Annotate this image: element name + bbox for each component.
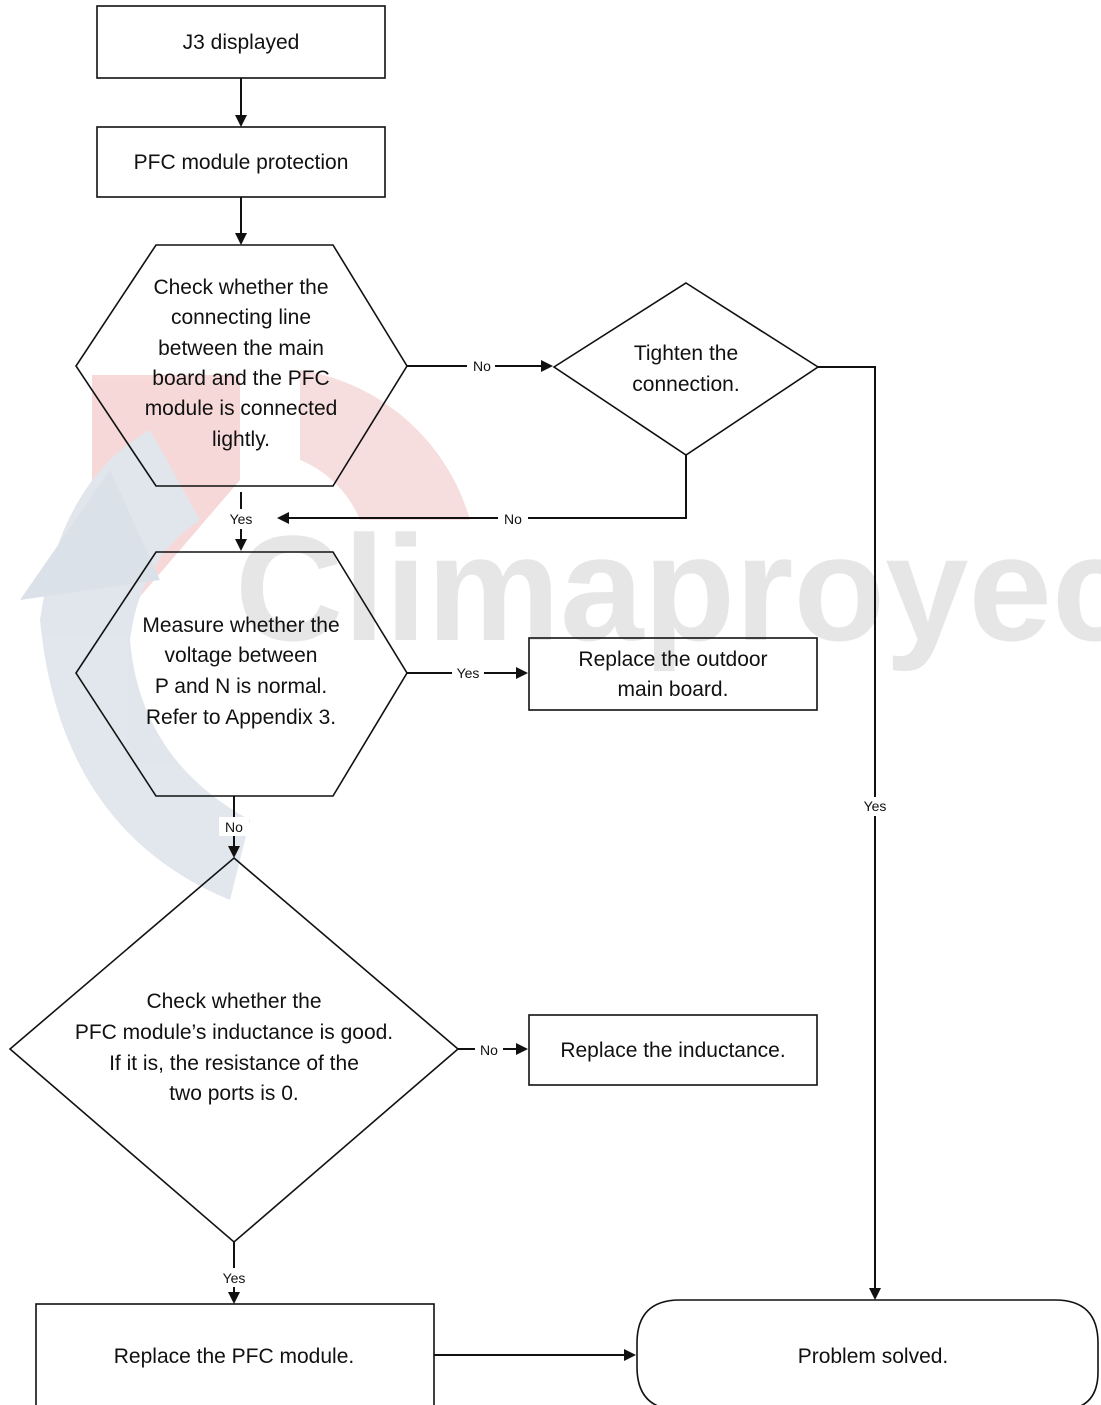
svg-text:No: No [225, 819, 243, 835]
node-pfc-protection-label: PFC module protection [134, 151, 349, 174]
edge-label-connection-yes: Yes [224, 509, 258, 529]
svg-text:voltage between: voltage between [165, 644, 318, 667]
node-replace-main-board-label: Replace the outdoor main board. [578, 648, 767, 701]
edge-label-connection-no: No [467, 357, 495, 375]
svg-text:PFC module’s inductance is goo: PFC module’s inductance is good. [75, 1021, 393, 1044]
svg-text:No: No [480, 1042, 498, 1058]
svg-text:If it is, the resistance of th: If it is, the resistance of the [109, 1052, 359, 1075]
svg-text:main board.: main board. [618, 678, 729, 701]
svg-text:Check whether the: Check whether the [146, 990, 321, 1013]
watermark-logo: Climaproyectos [20, 370, 1101, 900]
edge-tighten-no-back [277, 455, 687, 524]
svg-text:P and N is normal.: P and N is normal. [155, 675, 327, 698]
svg-text:Yes: Yes [457, 665, 480, 681]
svg-text:Tighten the: Tighten the [634, 342, 738, 365]
edge-label-inductance-no: No [475, 1041, 503, 1059]
svg-text:two ports is 0.: two ports is 0. [169, 1082, 299, 1105]
node-replace-main-board [528, 637, 818, 711]
svg-text:lightly.: lightly. [212, 428, 270, 451]
node-measure-voltage [75, 551, 408, 797]
svg-text:Refer to Appendix 3.: Refer to Appendix 3. [146, 706, 336, 729]
node-check-inductance [8, 856, 460, 1244]
node-solved-label: Problem solved. [798, 1345, 949, 1368]
svg-text:No: No [473, 358, 491, 374]
svg-text:Yes: Yes [864, 798, 887, 814]
node-tighten [552, 282, 820, 456]
watermark-text: Climaproyectos [235, 504, 1101, 672]
edge-tighten-right [818, 366, 881, 1300]
edge-label-tighten-no: No [498, 510, 528, 528]
svg-text:Replace the outdoor: Replace the outdoor [578, 648, 767, 671]
svg-text:board and the PFC: board and the PFC [152, 367, 329, 390]
node-replace-pfc-label: Replace the PFC module. [114, 1345, 354, 1368]
svg-text:Check whether the: Check whether the [153, 276, 328, 299]
svg-text:between the main: between the main [158, 337, 324, 360]
svg-text:Measure whether the: Measure whether the [142, 614, 339, 637]
node-replace-pfc [35, 1303, 435, 1405]
svg-text:Yes: Yes [223, 1270, 246, 1286]
node-replace-inductance-label: Replace the inductance. [560, 1039, 785, 1062]
node-start-label: J3 displayed [183, 31, 300, 54]
node-check-connection-label: Check whether the connecting line betwee… [145, 276, 338, 451]
svg-text:connecting line: connecting line [171, 306, 311, 329]
node-solved [636, 1299, 1099, 1405]
node-tighten-label: Tighten the connection. [632, 342, 739, 396]
edge-label-voltage-no: No [219, 817, 249, 836]
edge-label-voltage-yes: Yes [452, 664, 484, 682]
edge-label-inductance-yes: Yes [216, 1268, 252, 1287]
edge-label-tighten-yes: Yes [858, 797, 892, 816]
node-check-connection [75, 244, 408, 487]
svg-text:module is connected: module is connected [145, 397, 338, 420]
svg-text:No: No [504, 511, 522, 527]
svg-text:Yes: Yes [230, 511, 253, 527]
node-replace-inductance [528, 1014, 818, 1086]
svg-text:connection.: connection. [632, 373, 739, 396]
node-check-inductance-label: Check whether the PFC module’s inductanc… [75, 990, 393, 1105]
node-measure-voltage-label: Measure whether the voltage between P an… [142, 614, 339, 729]
